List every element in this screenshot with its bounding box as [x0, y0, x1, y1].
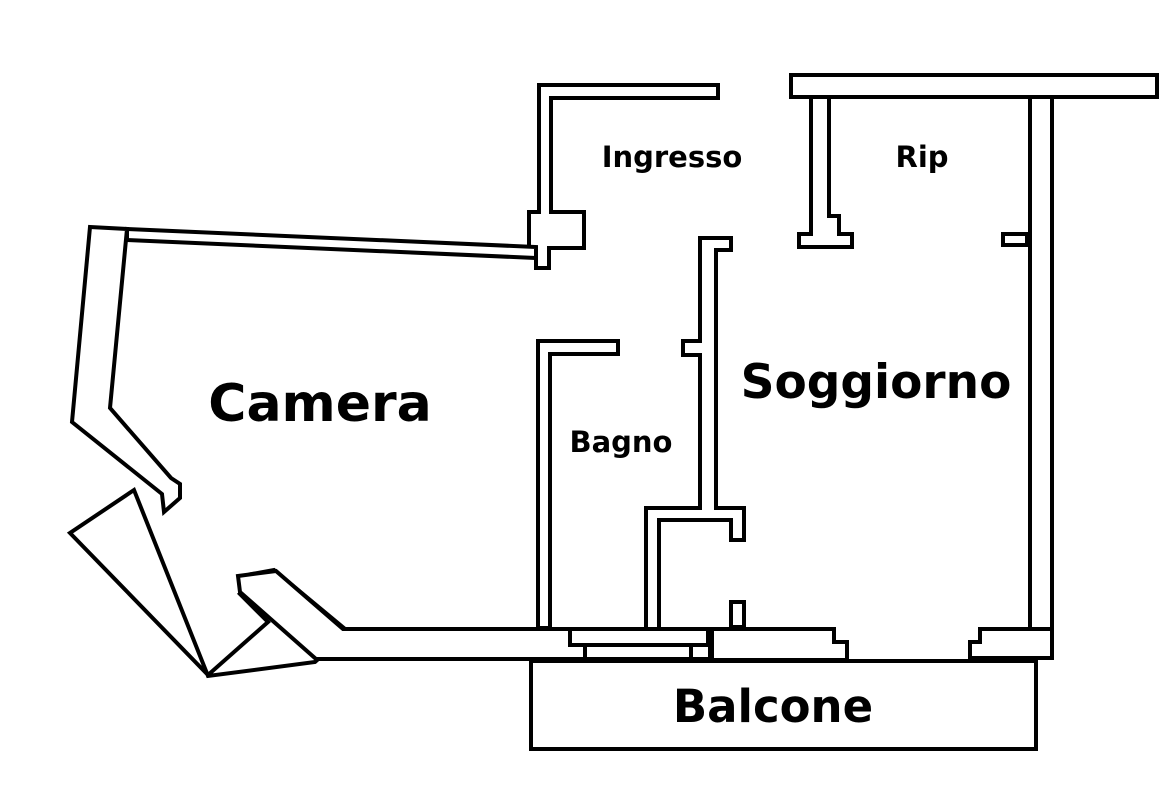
- wall-camera-left: [69, 224, 182, 517]
- wall-camera-top: [125, 226, 538, 261]
- wall-bagno-step: [568, 627, 710, 647]
- wall-bagno-left: [536, 339, 620, 630]
- wall-soggiorno-bottom-left: [710, 627, 849, 662]
- room-label-soggiorno: Soggiorno: [741, 355, 1012, 410]
- wall-ingresso-left: [527, 83, 720, 270]
- room-label-rip: Rip: [895, 140, 948, 174]
- wall-soggiorno-bottom-right: [968, 627, 1054, 660]
- wall-right-niche: [1001, 232, 1029, 247]
- room-label-camera: Camera: [208, 374, 431, 434]
- room-label-bagno: Bagno: [569, 425, 672, 459]
- wall-top-right: [789, 73, 1159, 99]
- wall-right-exterior: [1028, 95, 1054, 634]
- room-label-ingresso: Ingresso: [602, 140, 743, 174]
- wall-bagno-step-lower: [583, 643, 693, 661]
- balcone-outline: [529, 659, 1038, 751]
- wall-central-partition: [644, 236, 746, 631]
- wall-rip-closet: [797, 95, 854, 249]
- wall-soggiorno-post: [729, 600, 746, 629]
- room-label-balcone: Balcone: [673, 680, 873, 733]
